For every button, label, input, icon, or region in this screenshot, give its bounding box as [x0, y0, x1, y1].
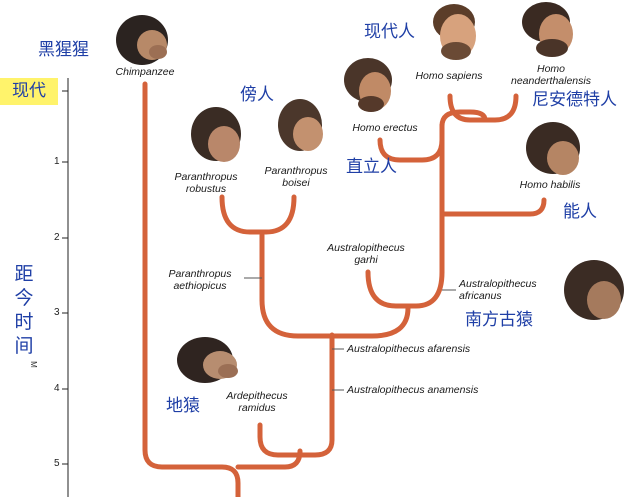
label-anamensis: Australopithecus anamensis: [347, 384, 479, 396]
label-chimpanzee: Chimpanzee: [115, 66, 175, 78]
head-habilis: [526, 122, 580, 175]
head-ramidus: [177, 337, 238, 383]
label-cn-ardipithecus: 地猿: [166, 396, 200, 416]
branch-split-para-austr: [259, 297, 411, 339]
label-cn-habilis: 能人: [563, 202, 597, 222]
head-africanus: [564, 260, 624, 320]
present-day-label: 现代: [0, 78, 58, 105]
branch-sapiens-neander: [439, 109, 488, 143]
branch-garhi-africanus: [365, 269, 445, 309]
tick-label: 1: [54, 156, 60, 167]
head-neanderthal: [522, 2, 573, 57]
label-aethiopicus-species: aethiopicus: [173, 280, 227, 292]
label-africanus-species: africanus: [459, 290, 502, 302]
head-robustus: [191, 107, 241, 162]
branch-erectus: [377, 137, 445, 163]
label-africanus-genus: Australopithecus: [459, 278, 537, 290]
label-robustus-genus: Paranthropus: [174, 171, 238, 183]
label-cn-paranthropus: 傍人: [240, 85, 274, 105]
branch-robustus-boisei: [219, 194, 297, 235]
label-cn-modern-human: 现代人: [364, 22, 415, 42]
label-neanderthal-genus: Homo: [536, 63, 566, 75]
label-homo-sapiens: Homo sapiens: [415, 70, 483, 82]
branch-root-right: [235, 448, 303, 470]
label-boisei-genus: Paranthropus: [264, 165, 328, 177]
tick-label: 3: [54, 307, 60, 318]
label-ramidus-genus: Ardepithecus: [226, 390, 288, 402]
label-cn-neanderthal: 尼安德特人: [532, 90, 617, 110]
label-afarensis: Australopithecus afarensis: [347, 343, 471, 355]
head-chimpanzee: [116, 15, 168, 65]
label-cn-chimp: 黑猩猩: [38, 40, 89, 60]
time-axis: [62, 78, 69, 497]
label-ramidus-species: ramidus: [238, 402, 276, 414]
head-boisei: [278, 99, 323, 151]
axis-unit-mark: M: [28, 361, 38, 368]
tree-branches: [142, 81, 547, 497]
tick-label: 2: [54, 232, 60, 243]
label-garhi-genus: Australopithecus: [327, 242, 405, 254]
branch-sapiens-top: [447, 93, 519, 123]
label-erectus: Homo erectus: [352, 122, 418, 134]
label-boisei-species: boisei: [282, 177, 310, 189]
label-habilis: Homo habilis: [519, 179, 581, 191]
branch-chimpanzee: [142, 81, 241, 497]
label-neanderthal-species: neanderthalensis: [511, 75, 591, 87]
label-garhi-species: garhi: [354, 254, 378, 266]
axis-title: 距 今 时 间: [14, 263, 34, 357]
head-erectus: [344, 58, 392, 112]
head-homo-sapiens: [433, 4, 476, 60]
label-cn-australopith: 南方古猿: [465, 310, 533, 330]
label-aethiopicus-genus: Paranthropus: [168, 268, 232, 280]
label-robustus-species: robustus: [185, 183, 227, 195]
branch-habilis: [439, 197, 547, 217]
tick-label: 5: [54, 458, 60, 469]
label-connectors: [244, 277, 456, 391]
tick-label: 4: [54, 383, 60, 394]
branch-ramidus: [257, 337, 335, 458]
label-cn-erectus: 直立人: [346, 157, 397, 177]
